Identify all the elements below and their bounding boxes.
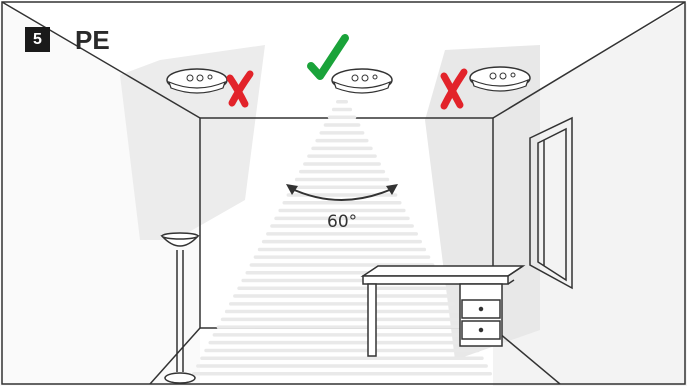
cone-stripe	[233, 294, 451, 298]
cone-stripe	[196, 364, 488, 368]
cone-stripe	[332, 108, 352, 112]
cone-stripe	[217, 325, 468, 329]
cone-stripe	[200, 357, 484, 361]
cone-stripe	[254, 255, 431, 259]
cone-stripe	[213, 333, 472, 337]
cone-stripe	[324, 123, 361, 127]
step-number-badge: 5	[25, 27, 50, 52]
smoke-detector-icon	[470, 67, 530, 91]
cone-stripe	[262, 240, 422, 244]
cone-stripe	[303, 162, 381, 166]
cone-stripe	[225, 310, 459, 314]
step-title: PE	[75, 25, 110, 55]
cone-stripe	[299, 170, 385, 174]
cone-stripe	[221, 318, 463, 322]
cone-stripe	[307, 154, 377, 158]
cone-stripe	[311, 147, 372, 151]
cone-stripe	[320, 131, 365, 135]
angle-label: 60°	[327, 212, 357, 232]
cone-stripe	[291, 186, 394, 190]
cone-stripe	[209, 341, 476, 345]
cone-stripe	[336, 100, 348, 104]
cone-stripe	[328, 116, 357, 120]
cone-stripe	[237, 287, 446, 291]
cone-stripe	[266, 232, 418, 236]
cone-stripe	[204, 349, 479, 353]
cone-stripe	[229, 302, 455, 306]
smoke-detector-icon	[167, 69, 227, 93]
smoke-detector-icon	[332, 69, 392, 93]
cone-stripe	[315, 139, 368, 143]
cone-stripe	[258, 248, 426, 252]
cone-stripe	[295, 178, 389, 182]
cone-stripe	[192, 372, 492, 376]
cone-stripe	[283, 201, 402, 205]
